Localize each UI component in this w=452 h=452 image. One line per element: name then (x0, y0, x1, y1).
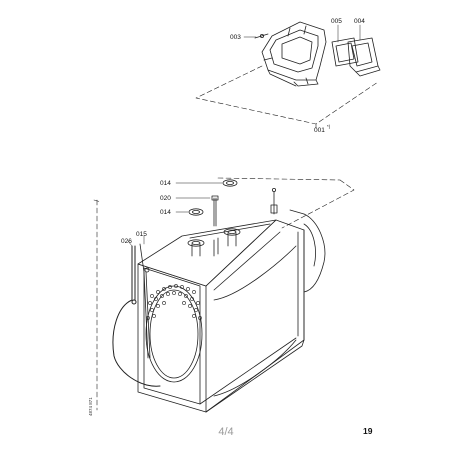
page-number: 19 (363, 426, 373, 436)
seal-frame-part-003 (254, 21, 327, 87)
top-leader-lines (243, 24, 361, 43)
label-003: 003 (230, 34, 241, 41)
heat-shield-perforations (146, 284, 202, 320)
sensor-rod-part-020 (211, 195, 219, 227)
label-020: 020 (160, 195, 171, 202)
label-014-upper: 014 (160, 180, 171, 187)
top-connection-ports (187, 187, 278, 257)
label-026: 026 (121, 238, 132, 245)
label-005: 005 (331, 18, 342, 25)
label-015: 015 (136, 231, 147, 238)
label-014-lower: 014 (160, 209, 171, 216)
label-001: 001 (314, 127, 325, 134)
drawing-code: 4874 871 (88, 397, 93, 416)
assembly-dashed-lines (93, 65, 379, 411)
retaining-rod-part-015 (139, 243, 151, 359)
gasket-part-005 (331, 37, 359, 67)
seal-cord-part-026 (112, 245, 161, 387)
label-001-suffix: *) (327, 124, 331, 129)
boiler-body (137, 187, 326, 413)
cover-plate-part-004 (347, 37, 381, 77)
flange-ring-part-014-lower (188, 208, 204, 216)
lower-leader-lines (127, 182, 223, 247)
flange-ring-part-014-upper (222, 179, 238, 187)
label-004: 004 (354, 18, 365, 25)
page-indicator: 4/4 (218, 426, 234, 438)
